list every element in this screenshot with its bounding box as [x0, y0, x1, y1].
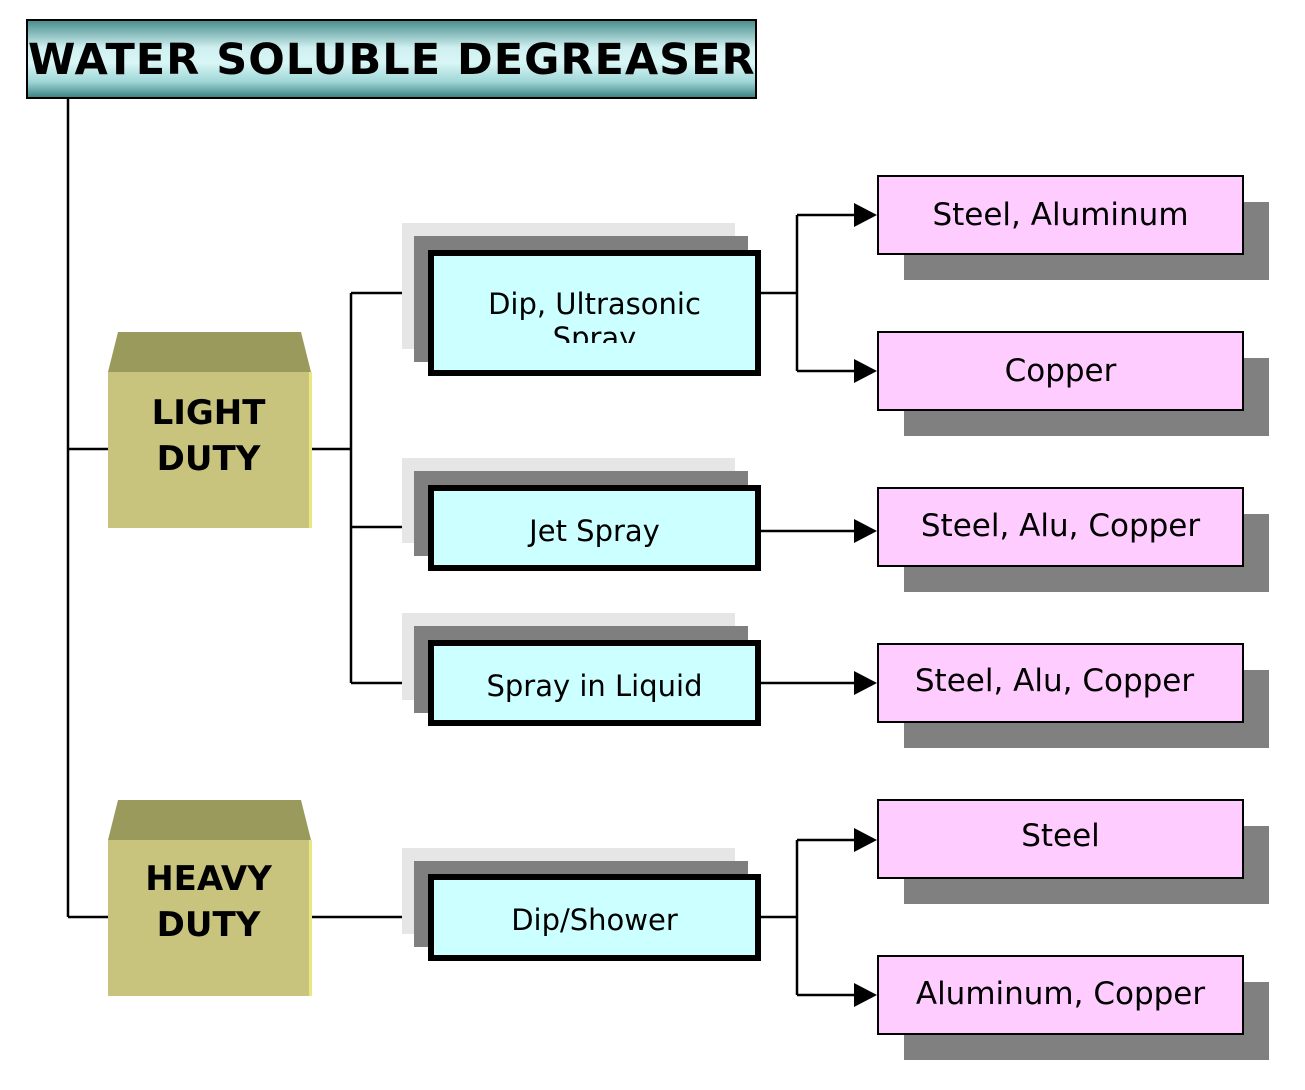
arrow-head [854, 359, 877, 383]
process-spray-in-liquid-label: Spray in Liquid [486, 669, 703, 703]
material-steel: Steel [877, 799, 1244, 879]
process-jet-spray-label: Jet Spray [529, 514, 660, 548]
light-duty-label-line2: DUTY [156, 439, 261, 479]
material-steel-label: Steel [1021, 818, 1100, 854]
heavy-duty-label-line1: HEAVY [145, 859, 272, 899]
process-jet-spray: Jet Spray [428, 485, 761, 571]
process-dip-ultrasonic-line1: Dip, Ultrasonic [488, 287, 701, 321]
material-aluminum-copper-label: Aluminum, Copper [915, 976, 1206, 1012]
material-copper: Copper [877, 331, 1244, 411]
arrow-head [854, 519, 877, 543]
arrow-head [854, 983, 877, 1007]
heavy-duty-box: HEAVY DUTY [108, 840, 312, 996]
light-duty-label-line1: LIGHT [151, 393, 266, 433]
material-steel-alu-copper: Steel, Alu, Copper [877, 487, 1244, 567]
material-copper-label: Copper [1004, 353, 1117, 389]
page-title: WATER SOLUBLE DEGREASER [28, 35, 756, 85]
material-steel-alu-copper: Steel, Alu, Copper [877, 643, 1244, 723]
process-dip-ultrasonic-line2: Spray [552, 321, 637, 343]
process-dip-ultrasonic: Dip, Ultrasonic Spray [428, 250, 761, 376]
arrow-head [854, 828, 877, 852]
material-steel-alu-copper-label: Steel, Alu, Copper [914, 663, 1195, 699]
material-steel-alu-copper-label: Steel, Alu, Copper [920, 508, 1201, 544]
heavy-duty-label-line2: DUTY [156, 905, 261, 945]
light-duty-box: LIGHT DUTY [108, 372, 312, 528]
arrow-head [854, 203, 877, 227]
process-spray-in-liquid: Spray in Liquid [428, 640, 761, 726]
process-dip-shower: Dip/Shower [428, 874, 761, 961]
material-aluminum-copper: Aluminum, Copper [877, 955, 1244, 1035]
material-steel-aluminum-label: Steel, Aluminum [932, 197, 1189, 233]
heavy-duty-bevel [108, 800, 311, 840]
title-banner: WATER SOLUBLE DEGREASER [26, 19, 757, 99]
material-steel-aluminum: Steel, Aluminum [877, 175, 1244, 255]
light-duty-bevel [108, 332, 311, 372]
process-dip-shower-label: Dip/Shower [511, 902, 678, 937]
arrow-head [854, 671, 877, 695]
